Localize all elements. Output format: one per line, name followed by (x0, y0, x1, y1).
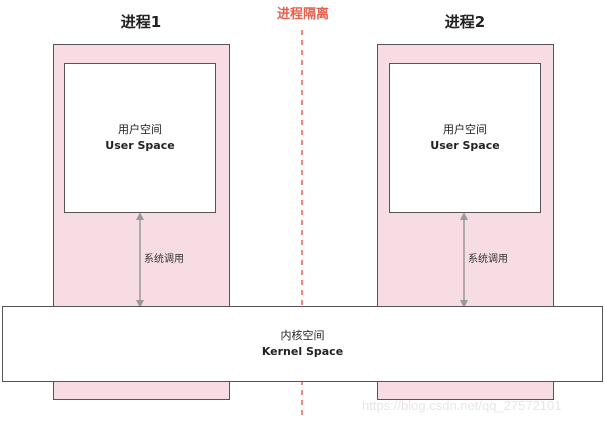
process-2-title: 进程2 (444, 13, 486, 31)
process-1-user-space-cn: 用户空间 (118, 123, 162, 136)
process-2-user-space: 用户空间 User Space (389, 63, 541, 213)
process-1-user-space: 用户空间 User Space (64, 63, 216, 213)
process-2-user-space-cn: 用户空间 (443, 123, 487, 136)
kernel-space-box: 内核空间 Kernel Space (2, 306, 603, 382)
process-1-title: 进程1 (120, 13, 162, 31)
kernel-space-cn: 内核空间 (280, 329, 325, 342)
process-2-user-space-en: User Space (430, 139, 500, 152)
watermark-text: https://blog.csdn.net/qq_27572101 (362, 398, 562, 413)
process-1-user-space-en: User Space (105, 139, 175, 152)
process-2-syscall-label: 系统调用 (468, 254, 508, 265)
process-1-syscall-label: 系统调用 (144, 254, 184, 265)
kernel-space-en: Kernel Space (261, 345, 344, 358)
isolation-label: 进程隔离 (276, 7, 329, 22)
